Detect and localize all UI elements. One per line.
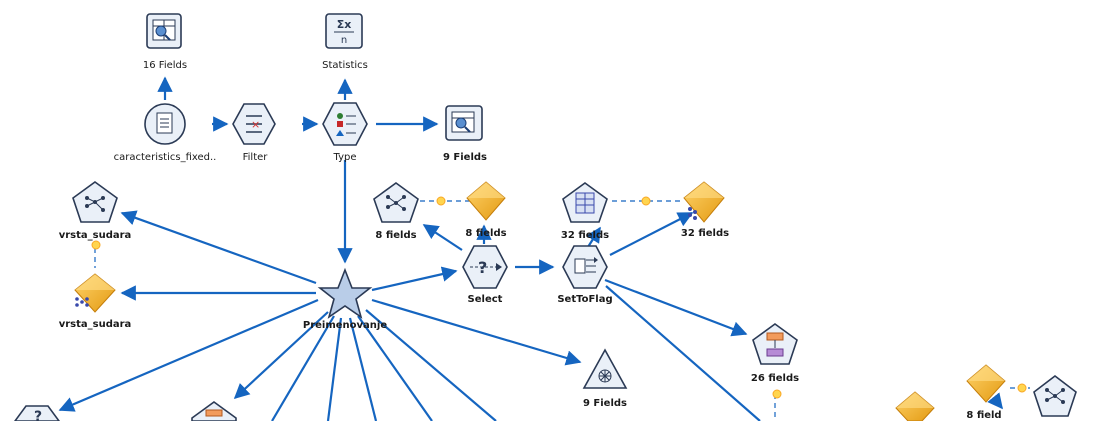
settoflag-icon [574,257,598,274]
edge-down-1[interactable] [271,315,335,421]
select-icon: ? [470,258,502,277]
model-link-icon [436,196,446,206]
table-icon [152,19,176,41]
edge-settoflag-to-nugget32[interactable] [609,212,694,256]
modeling-node-8-fields[interactable]: 8 fields [373,182,419,241]
node-label: 9 Fields [443,152,487,163]
edge-down-3[interactable] [348,317,378,421]
svg-text:?: ? [34,409,42,421]
edge-to-lower-left[interactable] [58,298,319,412]
modeling-node-32-fields[interactable]: 32 fields [561,182,609,241]
statistics-icon-sub: n [341,35,347,46]
node-label: caracteristics_fixed.. [114,152,217,163]
node-label: Type [333,152,357,163]
edge-down-5[interactable] [365,309,497,421]
connections [58,76,1030,421]
edge-to-vrsta-build[interactable] [120,210,317,285]
vrsta-sudara-modeling-node[interactable]: vrsta_sudara [59,181,132,250]
node-label: 16 Fields [143,60,187,71]
node-label: 32 fields [561,230,609,241]
node-label: 8 field [966,410,1001,421]
edge-to-web9[interactable] [371,298,582,366]
edge-settoflag-to-build32[interactable] [586,226,601,248]
node-label: Select [468,294,503,305]
filter-icon: × [246,115,262,133]
edge-nugget8b-to-build[interactable] [987,392,1003,410]
edge-to-select[interactable] [371,266,458,292]
node-label: 8 fields [375,230,416,241]
node-label: 26 fields [751,373,799,384]
neural-net-icon [575,192,595,214]
document-icon [156,112,173,134]
model-link-icon [1017,383,1027,393]
statistics-node[interactable]: Σx n Statistics [322,13,368,71]
table-node-9-fields[interactable]: 9 Fields [443,105,487,163]
model-nugget-8-fields[interactable]: 8 fields [465,181,507,239]
table-icon [451,111,475,133]
preimenovanje-supernode[interactable]: Preimenovanje [303,267,387,331]
web-node-9-fields[interactable]: 9 Fields [582,348,628,409]
edge-down-2[interactable] [326,317,343,421]
model-link-icon [91,240,101,250]
model-link-icon [772,389,782,399]
neural-net-icon [85,196,105,212]
source-file-node[interactable]: caracteristics_fixed.. [114,103,217,163]
node-label: 32 fields [681,228,729,239]
type-node[interactable]: Type [322,102,368,163]
node-label: vrsta_sudara [59,230,132,241]
web-icon [598,369,612,383]
node-label: vrsta_sudara [59,319,132,330]
svg-text:×: × [251,118,260,131]
edge-to-lower-merge[interactable] [233,311,329,400]
node-label: 8 fields [465,228,506,239]
filter-node[interactable]: × Filter [232,103,276,163]
node-label: SetToFlag [557,294,612,305]
select-node[interactable]: ? Select [462,245,508,305]
model-nugget-8-field[interactable]: 8 field [966,364,1006,421]
model-nugget-32-fields[interactable]: 32 fields [681,181,729,239]
model-link-icon [641,196,651,206]
merge-icon [766,332,784,357]
neural-net-icon [688,207,697,220]
node-label: Preimenovanje [303,320,387,331]
edge-select-to-build8[interactable] [422,224,463,251]
merge-icon [205,409,223,417]
neural-net-icon [1045,388,1065,404]
neural-net-icon [75,297,89,307]
modeling-node-partial-right[interactable] [1033,374,1077,417]
table-node-16-fields[interactable]: 16 Fields [143,13,187,71]
statistics-icon: Σx [337,18,352,31]
edge-settoflag-down[interactable] [605,285,761,421]
vrsta-sudara-model-nugget[interactable]: vrsta_sudara [59,273,132,330]
neural-net-icon [386,195,406,211]
settoflag-node[interactable]: SetToFlag [557,245,613,305]
model-nugget-partial[interactable] [895,391,935,421]
node-label: Filter [243,152,269,163]
select-node-partial[interactable]: ? [14,405,60,421]
merge-node-partial[interactable] [191,401,237,421]
node-label: Statistics [322,60,368,71]
edge-down-4[interactable] [357,315,433,421]
modeling-node-26-fields[interactable]: 26 fields [751,323,799,399]
edge-settoflag-to-merge26[interactable] [604,278,748,337]
node-label: 9 Fields [583,398,627,409]
type-icon [336,113,356,136]
